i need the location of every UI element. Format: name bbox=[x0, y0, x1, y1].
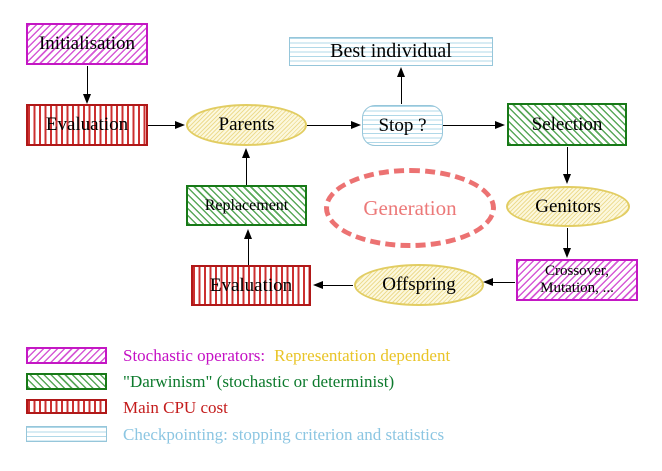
legend-swatch-cpu-cost bbox=[26, 399, 107, 414]
node-evaluation-top: Evaluation bbox=[26, 104, 148, 146]
node-genitors-label: Genitors bbox=[535, 195, 601, 217]
arrow-replacement-to-parents bbox=[246, 158, 247, 185]
arrowhead-left-icon bbox=[483, 278, 493, 286]
node-stop: Stop ? bbox=[362, 105, 443, 146]
node-selection-label: Selection bbox=[531, 113, 603, 135]
node-mutation-label: Mutation, ... bbox=[540, 280, 614, 296]
legend-label-cpu-cost: Main CPU cost bbox=[123, 398, 228, 417]
node-best-individual-label: Best individual bbox=[330, 40, 452, 62]
legend-label-checkpointing: Checkpointing: stopping criterion and st… bbox=[123, 425, 445, 444]
legend-label-stochastic-operators: Stochastic operators: Representation depe… bbox=[123, 346, 450, 366]
arrowhead-up-icon bbox=[244, 229, 252, 239]
arrowhead-up-icon bbox=[242, 148, 250, 158]
arrowhead-down-icon bbox=[563, 248, 571, 258]
legend-swatch-stochastic-operators bbox=[26, 347, 107, 364]
arrowhead-right-icon bbox=[351, 121, 361, 129]
node-best-individual: Best individual bbox=[289, 37, 493, 66]
legend-text-representation: Representation dependent bbox=[274, 346, 451, 365]
legend-swatch-darwinism bbox=[26, 373, 107, 390]
node-crossover-mutation: Crossover, Mutation, ... bbox=[516, 259, 638, 301]
arrow-stop-to-best-individual bbox=[401, 75, 402, 104]
node-replacement-label: Replacement bbox=[204, 196, 289, 214]
node-genitors: Genitors bbox=[506, 186, 630, 227]
legend-label-darwinism: "Darwinism" (stochastic or determinist) bbox=[123, 372, 395, 391]
arrowhead-down-icon bbox=[563, 174, 571, 184]
legend-swatch-checkpointing bbox=[26, 426, 107, 442]
node-selection: Selection bbox=[507, 103, 627, 146]
arrow-selection-to-genitors bbox=[567, 147, 568, 175]
arrow-crossover-to-offspring bbox=[492, 282, 515, 283]
node-replacement: Replacement bbox=[186, 185, 307, 226]
arrow-offspring-to-evaluation bbox=[322, 285, 353, 286]
node-offspring-label: Offspring bbox=[382, 274, 456, 295]
arrowhead-right-icon bbox=[175, 121, 185, 129]
legend-text-stochastic: Stochastic operators: bbox=[123, 346, 266, 365]
node-initialisation: Initialisation bbox=[26, 23, 148, 65]
arrowhead-left-icon bbox=[313, 281, 323, 289]
node-crossover-label: Crossover, bbox=[545, 263, 609, 279]
node-evaluation-top-label: Evaluation bbox=[45, 114, 129, 135]
node-generation-label: Generation bbox=[363, 195, 457, 220]
arrow-evaluation-to-replacement bbox=[248, 239, 249, 265]
arrow-evaluation-to-parents bbox=[148, 125, 176, 126]
arrowhead-right-icon bbox=[495, 121, 505, 129]
node-parents-label: Parents bbox=[218, 114, 275, 135]
node-evaluation-bottom: Evaluation bbox=[191, 265, 311, 306]
node-parents: Parents bbox=[186, 104, 307, 146]
arrow-stop-to-selection bbox=[443, 125, 496, 126]
arrow-genitors-to-crossover bbox=[567, 228, 568, 249]
node-initialisation-label: Initialisation bbox=[38, 33, 136, 54]
arrow-initialisation-to-evaluation bbox=[87, 66, 88, 96]
node-generation: Generation bbox=[324, 168, 496, 248]
arrowhead-down-icon bbox=[83, 94, 91, 104]
node-offspring: Offspring bbox=[354, 264, 484, 306]
node-evaluation-bottom-label: Evaluation bbox=[209, 274, 293, 296]
node-stop-label: Stop ? bbox=[378, 114, 427, 136]
arrowhead-up-icon bbox=[397, 67, 405, 77]
arrow-parents-to-stop bbox=[307, 125, 352, 126]
